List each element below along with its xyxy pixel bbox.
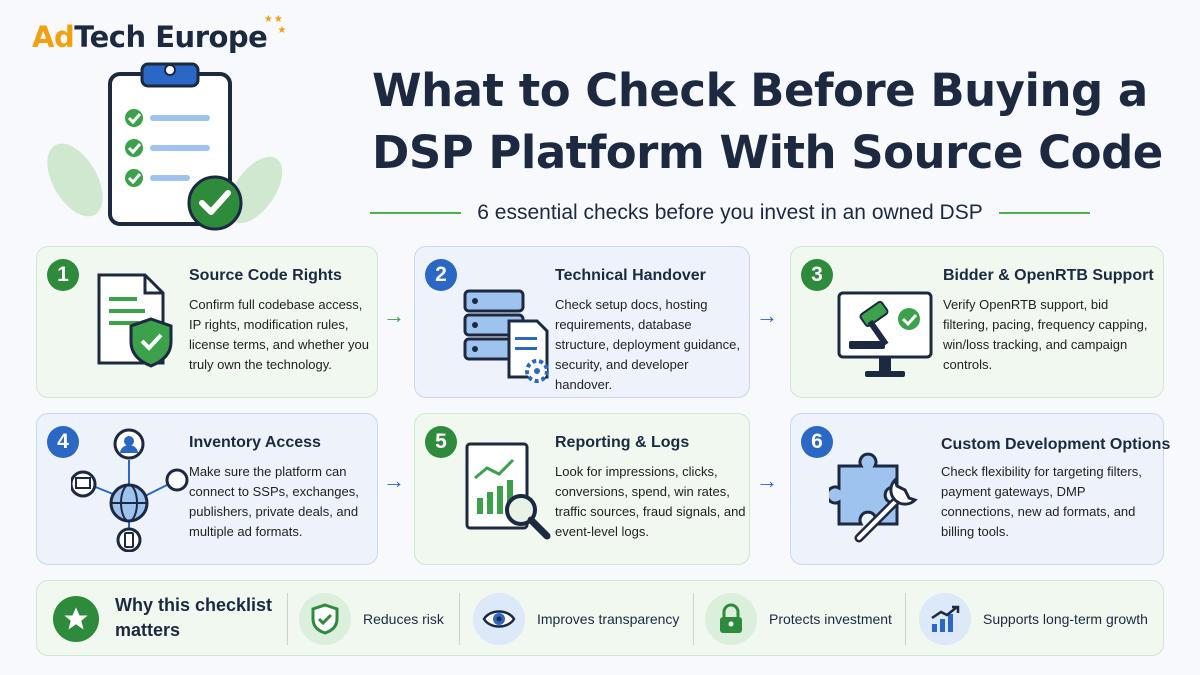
benefit-protects-investment: Protects investment (705, 593, 892, 645)
page-title-line2: DSP Platform With Source Code (372, 126, 1163, 179)
check-card-2: 2 Technical Handover Check setup docs, h… (414, 246, 750, 398)
card-number-badge: 5 (425, 426, 457, 458)
card-description: Verify OpenRTB support, bid filtering, p… (943, 297, 1148, 372)
card-title: Inventory Access (189, 434, 321, 451)
card-title: Source Code Rights (189, 267, 342, 284)
card-description: Look for impressions, clicks, conversion… (555, 464, 746, 539)
divider (287, 593, 288, 645)
check-card-5: 5 Reporting & Logs Look for impressions,… (414, 413, 750, 565)
check-card-4: 4 Inventory Access Make sure the platfor… (36, 413, 378, 565)
page-subtitle: 6 essential checks before you invest in … (477, 201, 983, 224)
divider (693, 593, 694, 645)
benefit-label: Reduces risk (363, 611, 444, 627)
benefit-label: Improves transparency (537, 611, 680, 627)
card-description: Check setup docs, hosting requirements, … (555, 297, 740, 392)
benefit-label: Protects investment (769, 611, 892, 627)
benefit-improves-transparency: Improves transparency (473, 593, 679, 645)
puzzle-wrench-icon (829, 452, 918, 543)
gavel-monitor-icon (837, 291, 933, 377)
growth-chart-icon (919, 593, 971, 645)
brand-logo: AdTech Europe ★★ ★ (32, 14, 286, 54)
brand-logo-europe: Tech Europe (74, 20, 268, 54)
arrow-right-icon: → (756, 468, 778, 493)
why-heading: Why this checklist matters (115, 595, 273, 640)
page-title-line1: What to Check Before Buying a (372, 64, 1148, 117)
card-description: Check flexibility for targeting filters,… (941, 464, 1142, 539)
benefit-reduces-risk: Reduces risk (299, 593, 444, 645)
check-card-1: 1 Source Code Rights Confirm full codeba… (36, 246, 378, 398)
padlock-icon (705, 593, 757, 645)
why-checklist-matters-bar: Why this checklist matters Reduces risk … (36, 580, 1164, 656)
subtitle-divider-right (998, 212, 1090, 214)
page-title: What to Check Before Buying a DSP Platfo… (372, 60, 1172, 184)
card-number-badge: 3 (801, 259, 833, 291)
card-title: Custom Development Options (941, 436, 1171, 453)
star-icon (53, 596, 99, 642)
card-title: Bidder & OpenRTB Support (943, 267, 1154, 284)
card-number-badge: 2 (425, 259, 457, 291)
arrow-right-icon: → (383, 468, 405, 493)
divider (459, 593, 460, 645)
eye-icon (473, 593, 525, 645)
benefit-label: Supports long-term growth (983, 611, 1148, 627)
report-magnifier-icon (465, 442, 551, 540)
clipboard-checklist-icon (47, 62, 283, 231)
card-description: Make sure the platform can connect to SS… (189, 464, 359, 539)
card-number-badge: 1 (47, 259, 79, 291)
benefit-supports-growth: Supports long-term growth (919, 593, 1148, 645)
document-shield-icon (97, 273, 173, 368)
server-docs-icon (463, 289, 549, 383)
logo-stars-icon: ★★ ★ (263, 14, 288, 36)
card-number-badge: 4 (47, 426, 79, 458)
globe-network-icon (71, 428, 189, 552)
divider (905, 593, 906, 645)
brand-logo-ad: Ad (32, 20, 75, 54)
shield-check-icon (299, 593, 351, 645)
card-description: Confirm full codebase access, IP rights,… (189, 297, 369, 372)
subtitle-row: 6 essential checks before you invest in … (370, 198, 1090, 228)
card-title: Technical Handover (555, 267, 706, 284)
check-card-6: 6 Custom Development Options Check flexi… (790, 413, 1170, 565)
arrow-right-icon: → (383, 303, 405, 328)
arrow-right-icon: → (756, 303, 778, 328)
card-number-badge: 6 (801, 426, 833, 458)
card-title: Reporting & Logs (555, 434, 690, 451)
check-card-3: 3 Bidder & OpenRTB Support Verify OpenRT… (790, 246, 1164, 398)
subtitle-divider-left (370, 212, 462, 214)
